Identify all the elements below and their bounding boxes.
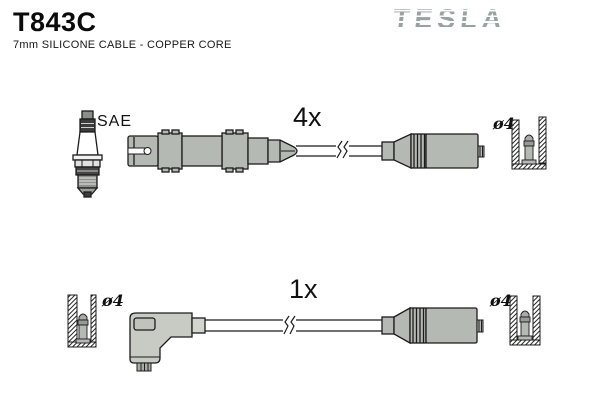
tesla-logo: TESLA — [391, 4, 509, 34]
bottom-cable-drawing: ø4 1x — [67, 274, 541, 372]
spark-plug-icon — [72, 110, 103, 198]
terminal-pin-icon — [517, 310, 533, 341]
sae-label: SAE — [97, 113, 132, 130]
header: T843C 7mm SILICONE CABLE - COPPER CORE — [13, 7, 232, 52]
top-cable-drawing: SAE 4x — [72, 102, 547, 198]
angled-plug-boot — [129, 312, 206, 372]
spark-plug-end-connector — [381, 132, 485, 170]
top-quantity-label: 4x — [293, 102, 322, 132]
bottom-left-diameter-label: ø4 — [101, 291, 124, 310]
bottom-right-terminal-cross-section — [509, 295, 541, 346]
top-cable-wire — [296, 140, 382, 160]
part-number: T843C — [13, 7, 97, 37]
bottom-spark-plug-end-connector — [381, 306, 484, 345]
terminal-pin-icon — [521, 134, 537, 165]
bottom-left-terminal-cross-section — [67, 294, 97, 348]
bottom-right-diameter-label: ø4 — [489, 291, 512, 310]
distributor-end-connector — [127, 129, 298, 173]
top-terminal-cross-section — [511, 116, 547, 170]
cable-break-symbol — [283, 315, 296, 335]
bottom-quantity-label: 1x — [289, 274, 318, 304]
top-terminal-diameter-label: ø4 — [492, 114, 515, 133]
cable-break-symbol — [336, 140, 349, 159]
product-subtitle: 7mm SILICONE CABLE - COPPER CORE — [13, 39, 232, 52]
bottom-cable-wire — [205, 315, 382, 336]
terminal-pin-icon — [75, 313, 91, 344]
